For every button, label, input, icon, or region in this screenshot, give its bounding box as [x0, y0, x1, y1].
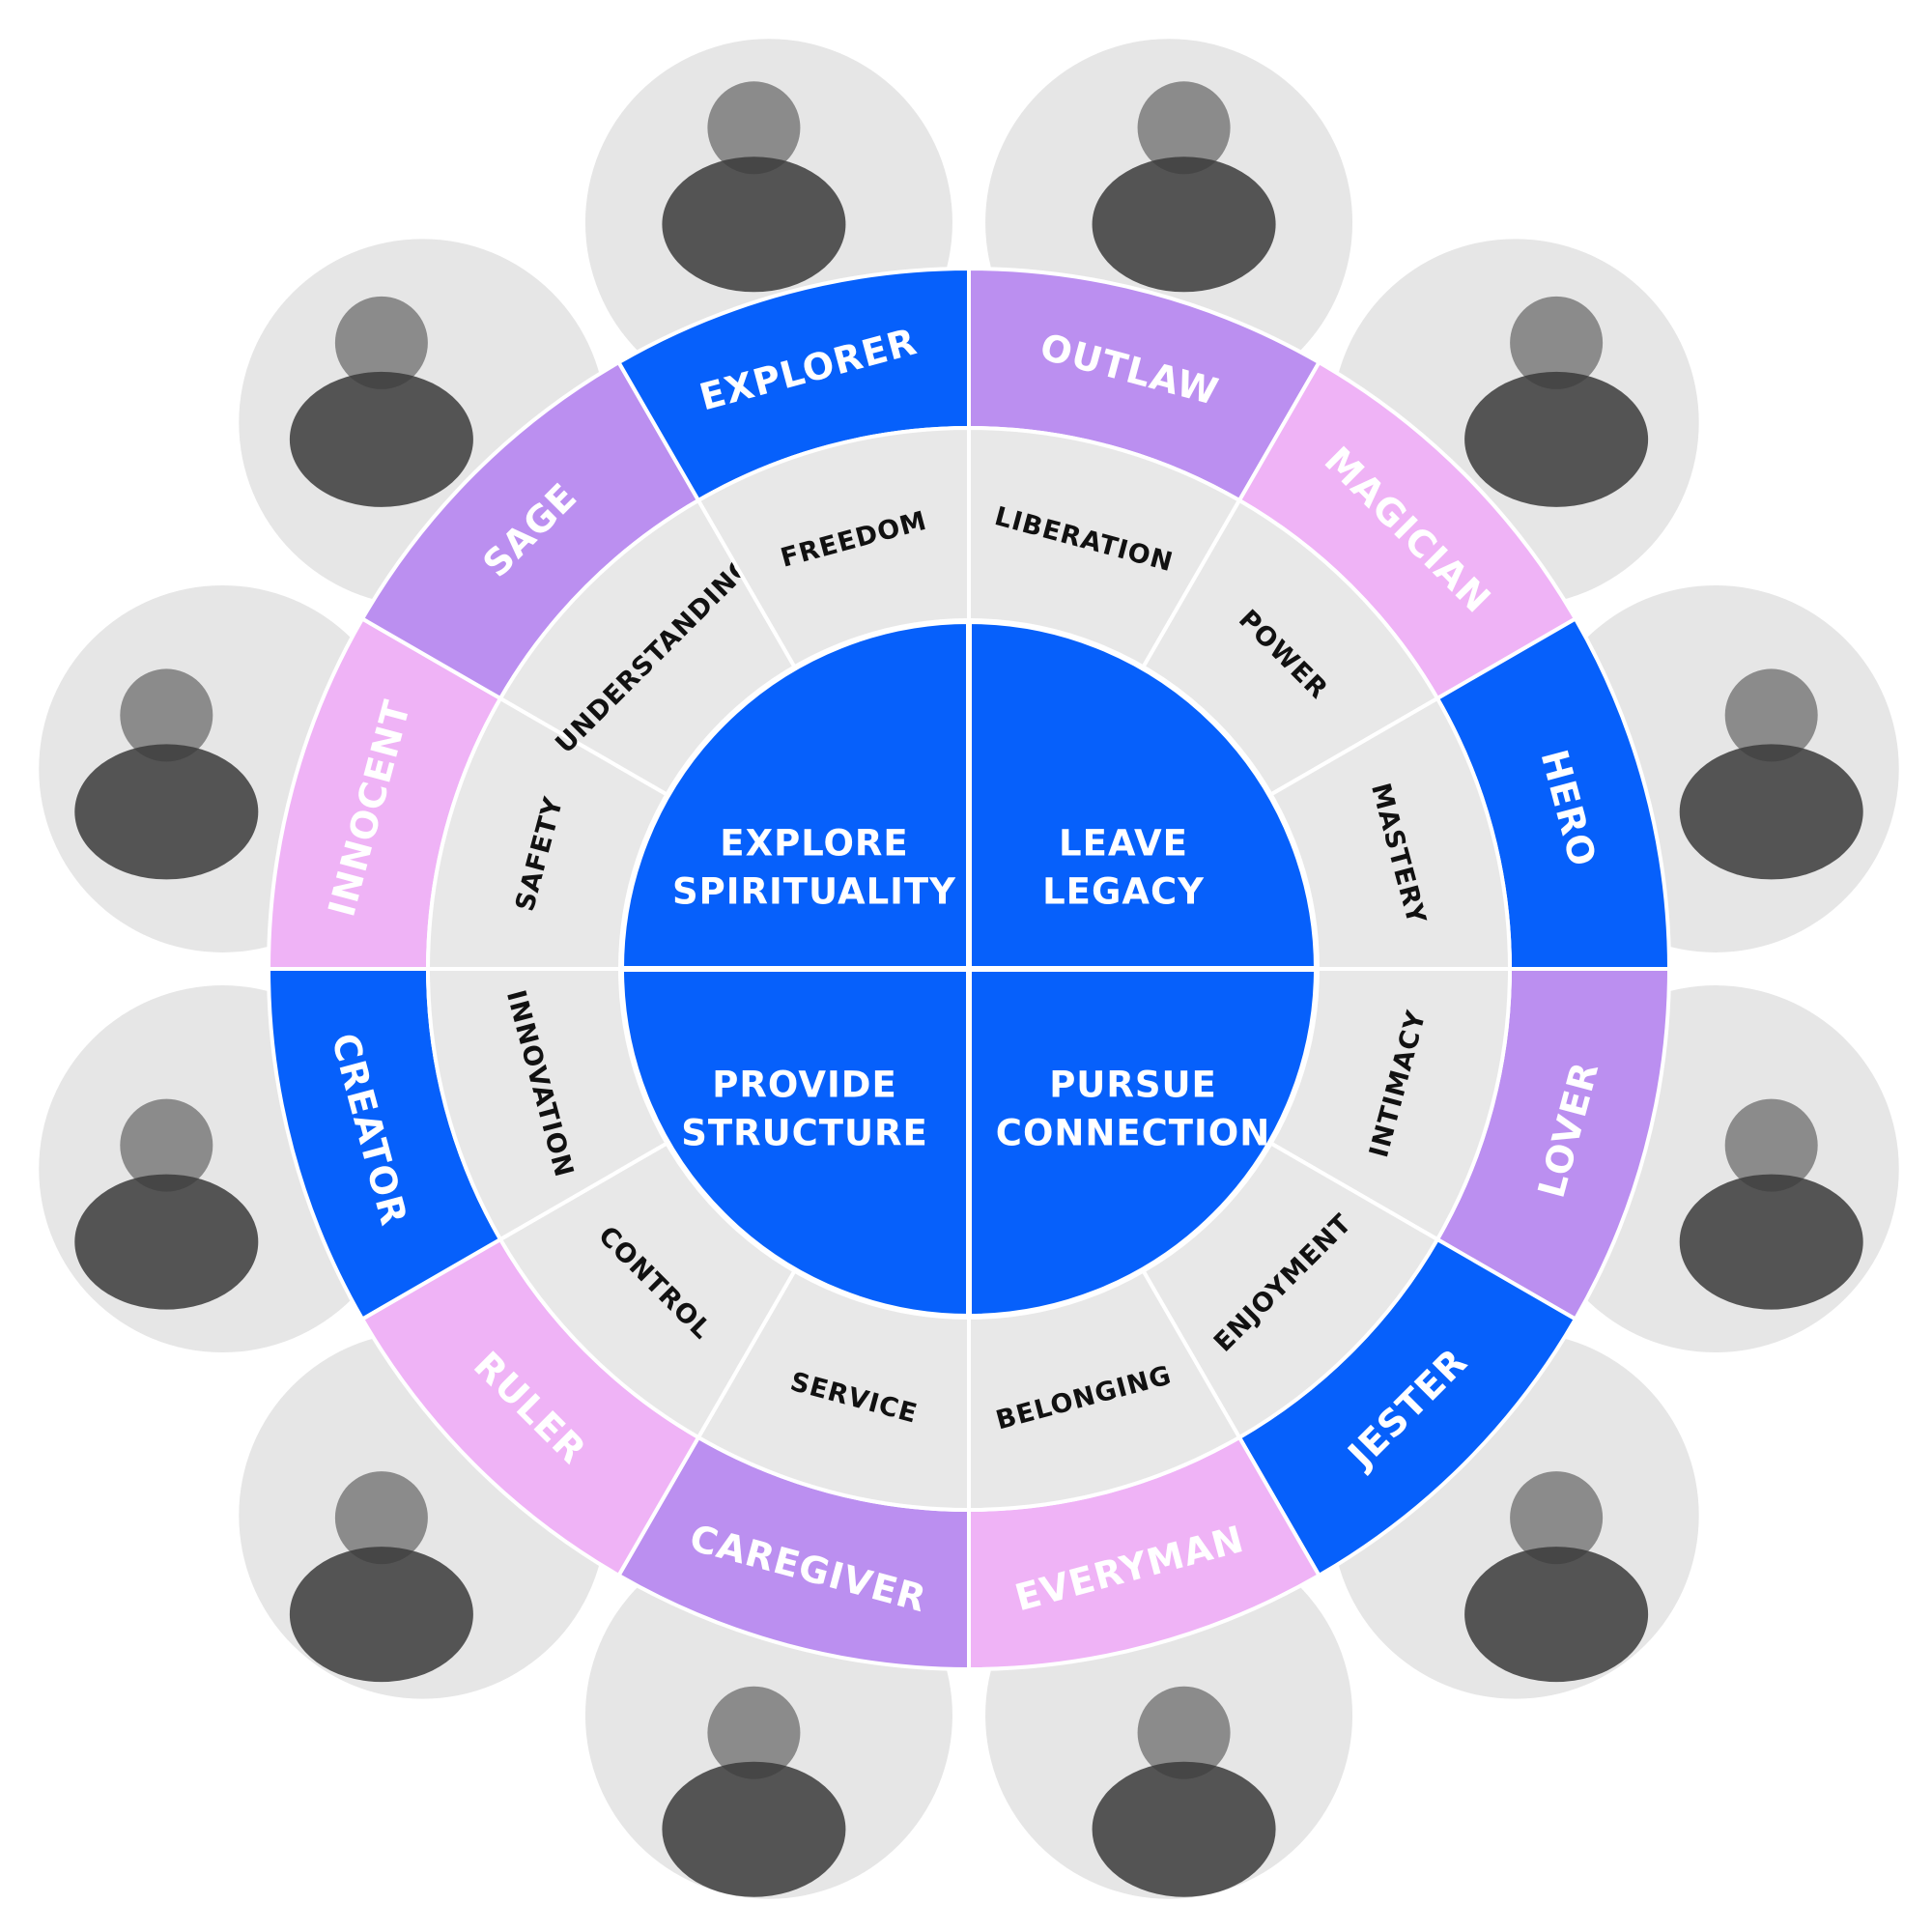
core-label-pursue-connection-line2: CONNECTION [996, 1113, 1270, 1154]
core-label-leave-legacy-line2: LEGACY [1042, 871, 1205, 913]
core-label-provide-structure-line1: PROVIDE [712, 1065, 896, 1106]
core-quadrant-pursue-connection [966, 966, 1321, 1321]
core-quadrant-explore-spirituality [617, 617, 972, 972]
core-quadrant-provide-structure [617, 966, 972, 1321]
core-label-explore-spirituality-line1: EXPLORE [720, 823, 908, 865]
core-layer: EXPLORE SPIRITUALITY LEAVE LEGACY PURSUE CONN… [617, 617, 1321, 1321]
core-quadrant-leave-legacy [966, 617, 1321, 972]
core-label-provide-structure-line2: STRUCTURE [681, 1113, 928, 1154]
core-label-leave-legacy-line1: LEAVE [1059, 823, 1188, 865]
core-label-pursue-connection-line1: PURSUE [1049, 1065, 1217, 1106]
core-label-explore-spirituality-line2: SPIRITUALITY [672, 871, 956, 913]
